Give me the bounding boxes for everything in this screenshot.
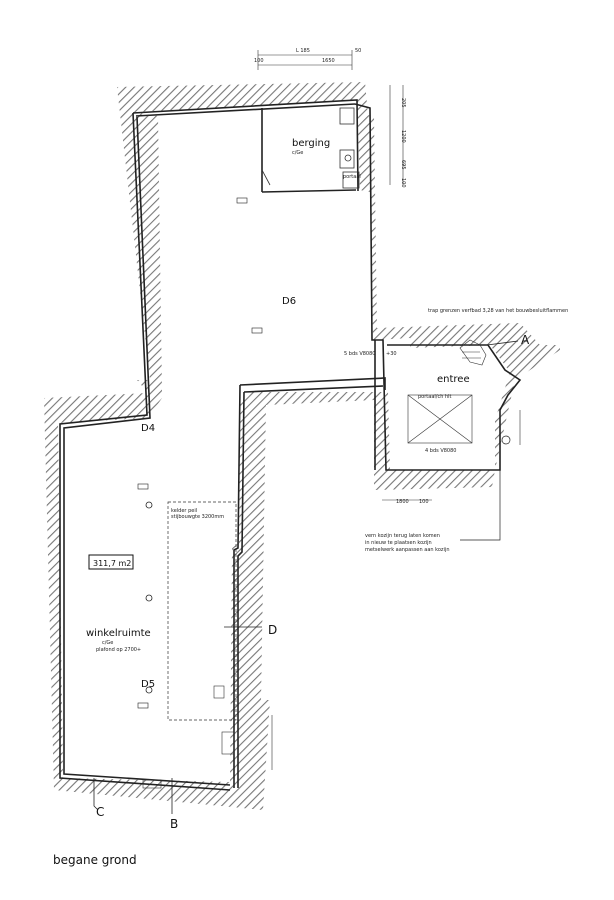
- dim-bottom-b: 100: [419, 499, 429, 505]
- dim-top-total: L 185: [296, 48, 310, 54]
- entree-void: [407, 394, 473, 444]
- vloer-note-1: kelder peil: [171, 508, 197, 514]
- dim-right-c: 695: [400, 160, 406, 170]
- page-title: begane grond: [53, 853, 137, 867]
- winkelruimte-ceiling: plafond op 2700+: [96, 647, 141, 653]
- kozijn-note-3: metselwerk aanpassen aan kozijn: [365, 547, 450, 553]
- outlets: [137, 197, 263, 709]
- berging-label: berging: [292, 138, 330, 149]
- area-box: [88, 554, 134, 570]
- area-label: 311,7 m2: [93, 559, 131, 568]
- dim-right-d: 100: [400, 178, 406, 188]
- ceiling-outline: [167, 501, 237, 721]
- detail-d4: D4: [141, 423, 155, 434]
- dimension-lines: [257, 50, 521, 770]
- detail-d5: D5: [141, 679, 155, 690]
- dim-top-b: 1650: [322, 58, 335, 64]
- berging-code: c/Ge: [292, 150, 303, 156]
- section-lines: [93, 340, 519, 814]
- dim-top-a: 100: [254, 58, 264, 64]
- berging-fixtures: [261, 107, 360, 189]
- kozijn-note-2: in nieuw te plaatsen kozijn: [365, 540, 432, 546]
- entree-label: entree: [437, 374, 470, 385]
- grid-note-2: 4 bds V8080: [425, 448, 456, 454]
- section-b: B: [170, 817, 178, 831]
- dim-right-b: 1200: [400, 130, 406, 143]
- stair: [459, 339, 487, 366]
- portaal-label: portaal: [343, 174, 361, 180]
- section-d: D: [268, 623, 277, 637]
- kozijn-note-1: vern kozijn terug laten komen: [365, 533, 440, 539]
- dim-top-c: 50: [355, 48, 361, 54]
- entree-inner-note: portaal/ch hlt: [418, 394, 452, 400]
- dim-right-a: 205: [400, 98, 406, 108]
- dim-plus30: +30: [386, 351, 397, 357]
- vloer-note-2: stijbouwgte 3200mm: [171, 514, 224, 520]
- interior-floor: [58, 100, 510, 782]
- top-right-note: trap grenzen verfbad 3,28 van het bouwbe…: [428, 308, 568, 314]
- grid-note-1: 5 bds V8080: [344, 351, 375, 357]
- dim-bottom-a: 1800: [396, 499, 409, 505]
- winkelruimte-code: c/Ge: [102, 640, 113, 646]
- light-points: [145, 501, 153, 694]
- section-c: C: [96, 805, 104, 819]
- detail-d6: D6: [282, 296, 296, 307]
- winkelruimte-label: winkelruimte: [86, 628, 151, 639]
- kozijn-leader: [460, 435, 511, 541]
- section-a: A: [521, 333, 530, 347]
